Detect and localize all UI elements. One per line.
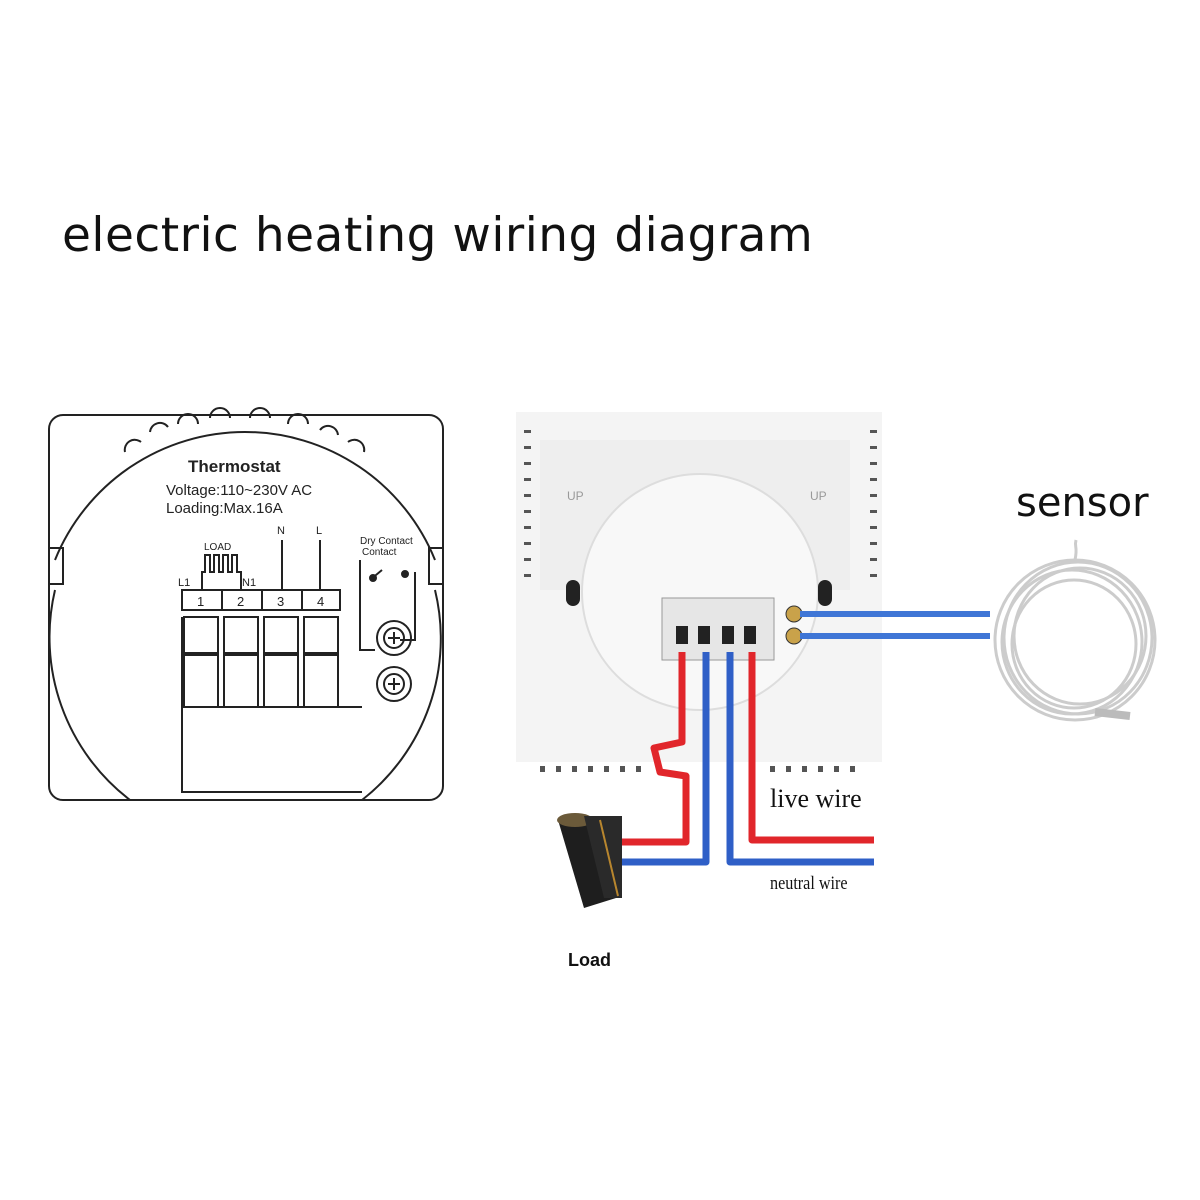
terminal-4: 4 bbox=[317, 594, 324, 609]
terminal-screw-blocks bbox=[183, 616, 339, 708]
mount-hole-left bbox=[566, 580, 580, 606]
terminal-l-label: L bbox=[316, 525, 322, 537]
live-load-wire bbox=[622, 652, 690, 846]
terminal-l1-label: L1 bbox=[178, 577, 190, 589]
voltage-spec: Voltage:110~230V AC bbox=[166, 482, 312, 499]
diagram-title: electric heating wiring diagram bbox=[62, 208, 814, 263]
schematic-teeth bbox=[123, 407, 366, 453]
dry-contact-label: Dry Contact bbox=[360, 536, 413, 547]
mount-hole-right bbox=[818, 580, 832, 606]
wires bbox=[622, 611, 990, 866]
loading-spec: Loading:Max.16A bbox=[166, 500, 283, 517]
neutral-load-wire bbox=[622, 652, 710, 866]
neutral-supply-wire bbox=[726, 652, 874, 866]
sensor-terminal-1 bbox=[785, 605, 803, 623]
heater-symbol bbox=[201, 554, 242, 590]
schematic-body-arc bbox=[54, 431, 436, 561]
terminal-1: 1 bbox=[197, 594, 204, 609]
terminal-n-label: N bbox=[277, 525, 285, 537]
dry-contact-screw-1 bbox=[376, 620, 412, 656]
up-marking-right: UP bbox=[810, 489, 827, 503]
round-housing bbox=[581, 473, 819, 711]
schematic-notch-left bbox=[48, 547, 64, 585]
vent-slots bbox=[524, 430, 877, 772]
terminal-2: 2 bbox=[237, 594, 244, 609]
live-supply-wire bbox=[748, 652, 874, 844]
schematic-frame bbox=[48, 414, 444, 801]
dry-contact-label-2: Contact bbox=[362, 547, 397, 558]
terminal-3: 3 bbox=[277, 594, 284, 609]
sensor-coil bbox=[993, 539, 1157, 722]
thermostat-back-photo: UP UP bbox=[516, 412, 882, 772]
schematic-body-arc-right bbox=[361, 589, 442, 801]
sensor-terminal-2 bbox=[785, 627, 803, 645]
schematic-notch-right bbox=[428, 547, 444, 585]
live-wire-label: live wire bbox=[770, 784, 862, 813]
load-heating-film bbox=[557, 813, 622, 908]
thermostat-schematic bbox=[48, 407, 444, 801]
load-label: Load bbox=[568, 950, 611, 970]
schematic-body-arc-left bbox=[48, 589, 131, 801]
neutral-wire-label: neutral wire bbox=[770, 873, 848, 894]
load-symbol-label: LOAD bbox=[204, 542, 231, 553]
terminal-n1-label: N1 bbox=[242, 577, 256, 589]
dry-contact-screw-2 bbox=[376, 666, 412, 702]
up-marking-left: UP bbox=[567, 489, 584, 503]
schematic-labels: Thermostat Voltage:110~230V AC Loading:M… bbox=[166, 457, 413, 609]
device-name: Thermostat bbox=[188, 457, 281, 476]
sensor-label: sensor bbox=[1016, 480, 1149, 526]
